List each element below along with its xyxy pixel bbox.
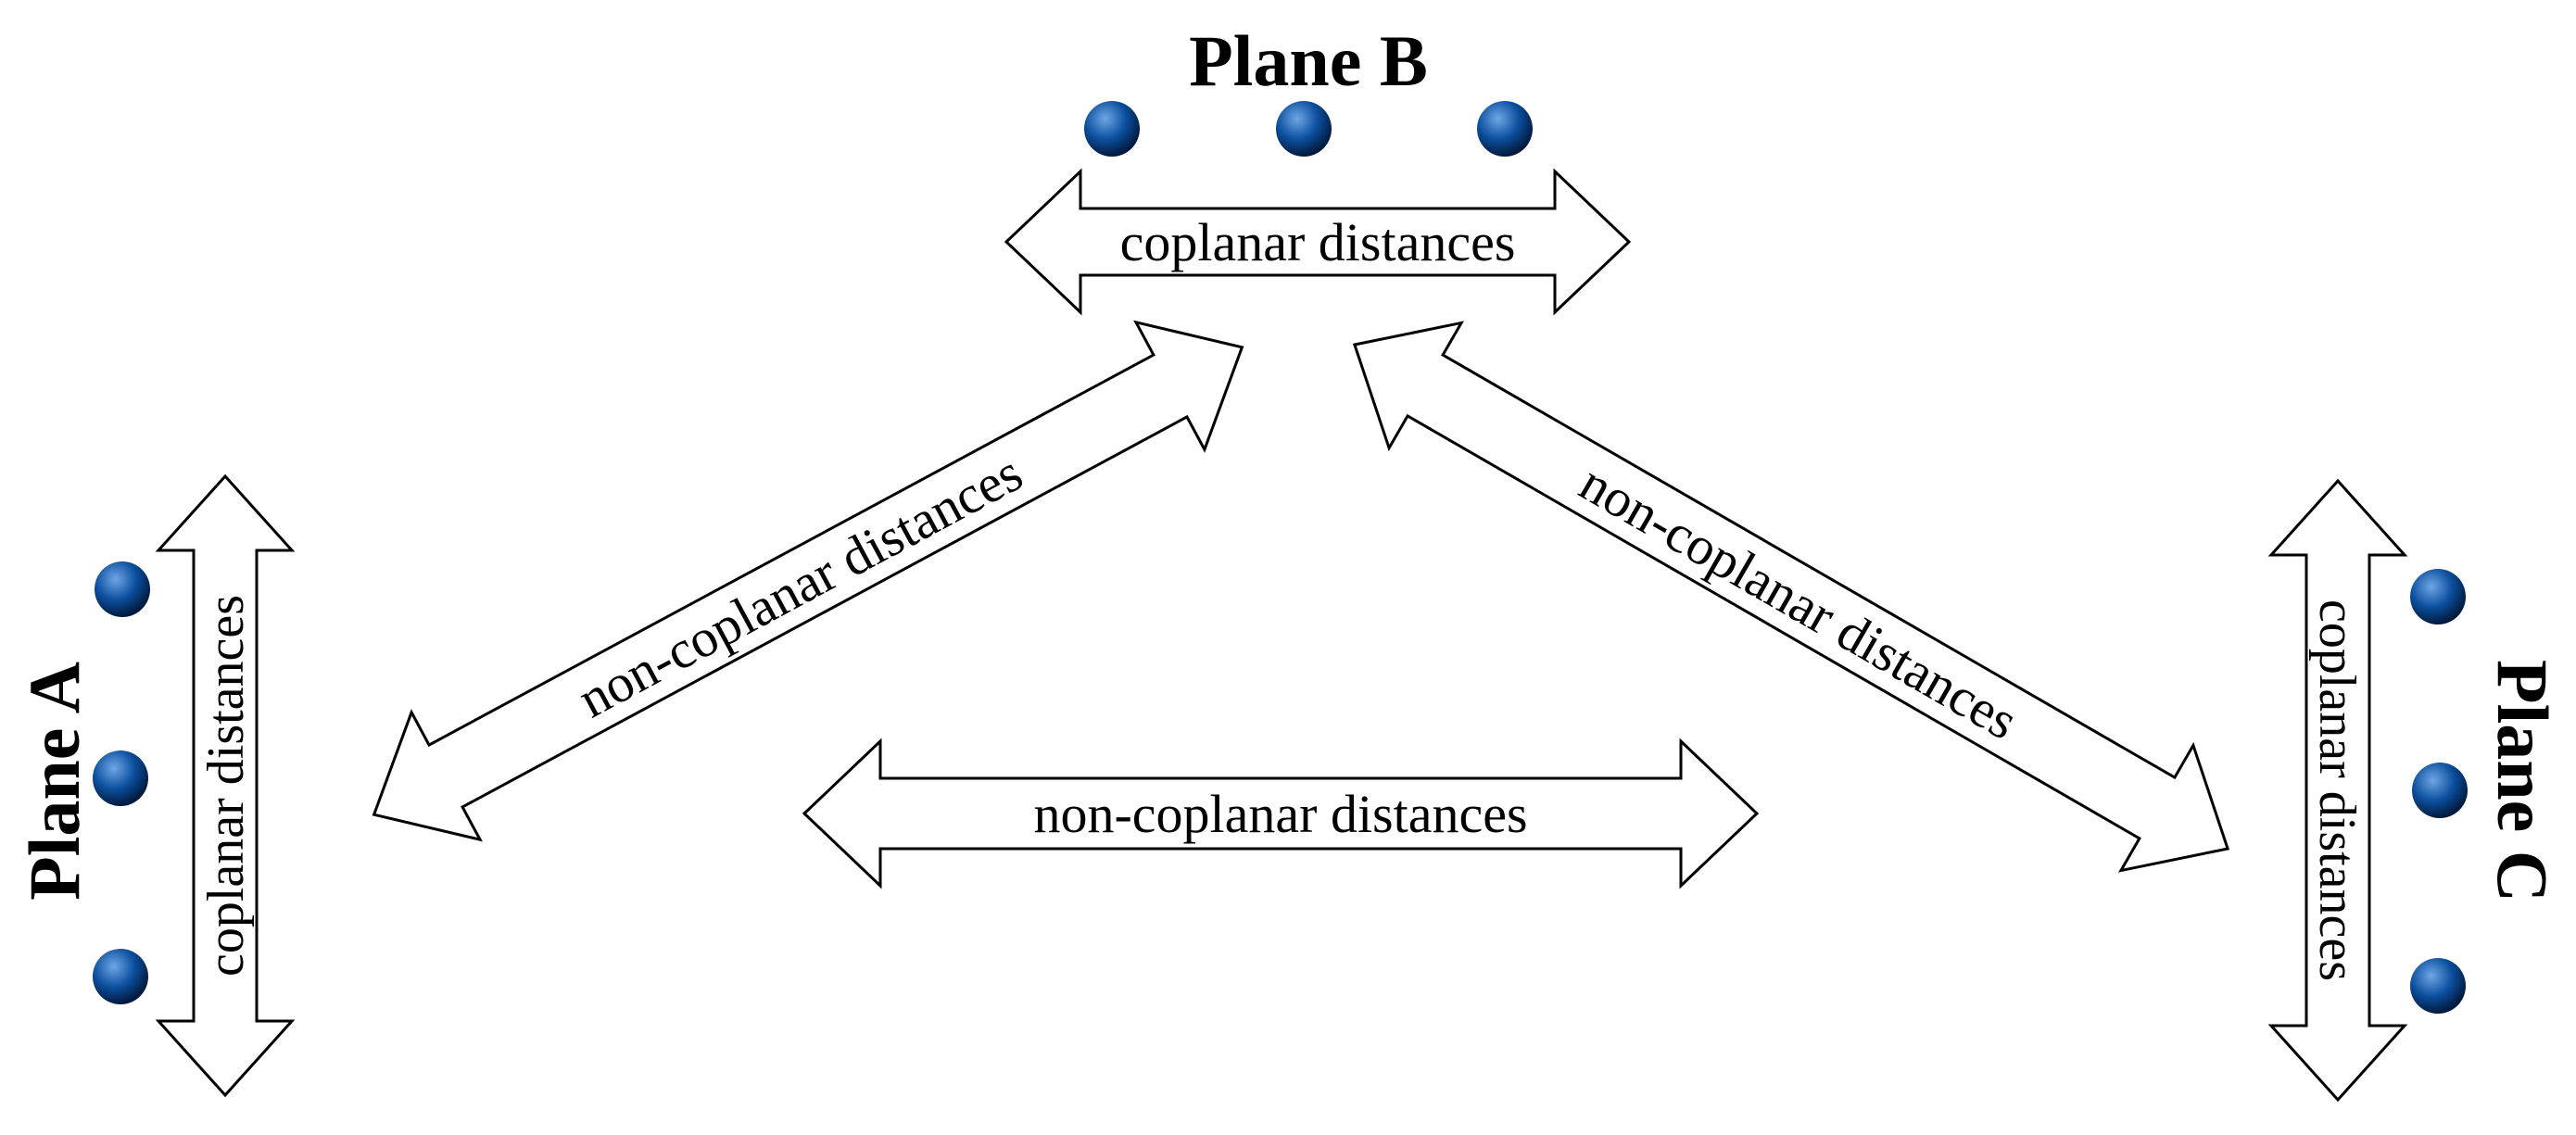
plane-a-atoms [93, 561, 150, 1004]
plane-a-atom [95, 561, 150, 617]
noncoplanar-a-b-label: non-coplanar distances [568, 442, 1031, 729]
double-arrow-icon [155, 473, 296, 1098]
plane-a-atom [93, 750, 148, 806]
plane-c-coplanar-label: coplanar distances [2308, 599, 2366, 981]
plane-b-atoms [1084, 101, 1533, 157]
plane-c-atom [2412, 763, 2468, 818]
plane-a-coplanar-label: coplanar distances [197, 595, 255, 977]
plane-a-title: Plane A [14, 662, 95, 901]
double-arrow-icon [2267, 478, 2408, 1103]
plane-c-title: Plane C [2482, 660, 2563, 902]
plane-b-atom [1477, 101, 1533, 157]
double-arrow-icon [372, 320, 1244, 842]
double-arrow-icon [1004, 168, 1632, 316]
plane-c-atom [2410, 569, 2466, 624]
plane-b-atom [1276, 101, 1332, 157]
plane-a-coplanar-arrow: coplanar distances [155, 473, 296, 1098]
noncoplanar-a-c-label: non-coplanar distances [1033, 784, 1527, 844]
double-arrow-icon [802, 738, 1760, 889]
plane-c-coplanar-arrow: coplanar distances [2267, 478, 2408, 1103]
noncoplanar-b-c-label: non-coplanar distances [1570, 452, 2027, 751]
plane-c-atoms [2410, 569, 2468, 1014]
plane-a-atom [93, 949, 148, 1004]
noncoplanar-arrow-a-c: non-coplanar distances [802, 738, 1760, 889]
double-arrow-icon [1352, 321, 2230, 873]
plane-c-atom [2410, 958, 2466, 1014]
plane-b-atom [1084, 101, 1140, 157]
plane-b-coplanar-label: coplanar distances [1120, 212, 1516, 272]
plane-b-coplanar-arrow: coplanar distances [1004, 168, 1632, 316]
plane-b-title: Plane B [1189, 20, 1428, 101]
